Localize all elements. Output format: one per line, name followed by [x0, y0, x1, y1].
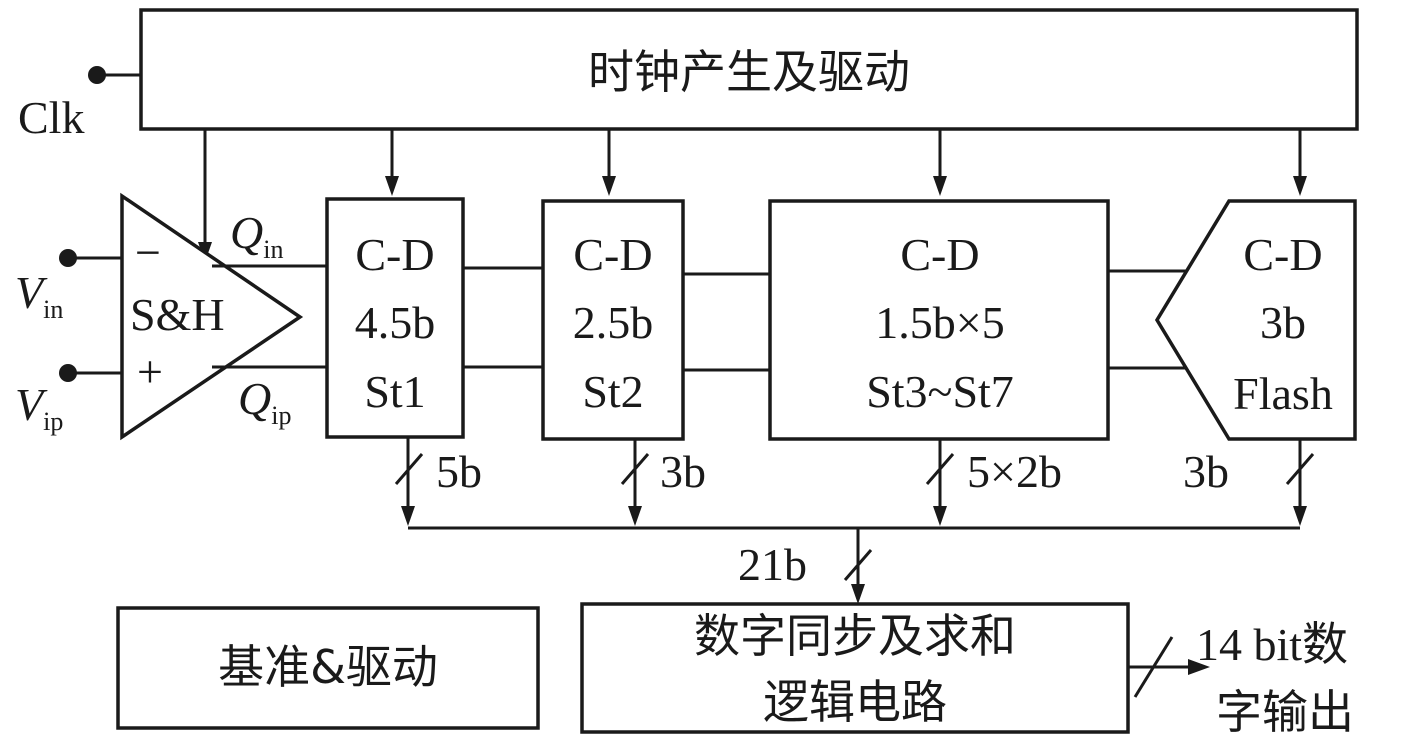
flash-stage-block	[1154, 199, 1357, 441]
stage-1-line3: St1	[364, 366, 425, 417]
vin-terminal	[59, 249, 77, 267]
qip-label: Qip	[238, 373, 291, 430]
clk-terminal	[88, 66, 106, 84]
stage-1-block	[325, 197, 465, 439]
stage-3-7-line1: C-D	[900, 229, 979, 280]
vin-label: Vin	[15, 267, 63, 324]
sh-label: S&H	[130, 289, 225, 340]
stage-3-7-line2: 1.5b×5	[875, 297, 1004, 348]
vip-label: Vip	[15, 379, 63, 436]
clk-label: Clk	[18, 92, 84, 143]
sh-plus-sign: +	[137, 346, 163, 397]
digital-block-line2: 逻辑电路	[763, 675, 947, 729]
clock-block-label: 时钟产生及驱动	[588, 45, 910, 99]
qin-label: Qin	[230, 207, 283, 264]
stage-3-7-block	[768, 199, 1110, 441]
reference-block	[116, 606, 540, 730]
sh-minus-sign: −	[135, 227, 161, 278]
stage-output-buses	[394, 437, 1315, 526]
flash-line3: Flash	[1233, 368, 1333, 419]
vip-terminal	[59, 364, 77, 382]
digital-block-line1: 数字同步及求和	[694, 609, 1016, 663]
output-line1: 14 bit数	[1196, 619, 1348, 670]
stage-2-block	[541, 199, 685, 441]
output-slash	[1133, 636, 1174, 698]
flash-bus-width: 3b	[1183, 446, 1229, 497]
output-line2: 字输出	[1216, 685, 1354, 739]
stage-1-line1: C-D	[355, 229, 434, 280]
sum-bus-width: 21b	[738, 539, 807, 590]
sum-bus-slash	[843, 549, 873, 581]
sample-hold-amplifier	[120, 192, 304, 441]
stage-1-bus-width: 5b	[436, 446, 482, 497]
clock-arrows	[198, 129, 1307, 262]
stage-2-bus-width: 3b	[660, 446, 706, 497]
clock-block	[139, 8, 1359, 131]
digital-logic-block	[580, 602, 1130, 734]
flash-line1: C-D	[1243, 229, 1322, 280]
stage-2-line1: C-D	[573, 229, 652, 280]
stage-3-7-bus-width: 5×2b	[967, 446, 1062, 497]
flash-line2: 3b	[1260, 297, 1306, 348]
stage-1-line2: 4.5b	[355, 297, 436, 348]
reference-block-label: 基准&驱动	[218, 640, 438, 694]
stage-2-line2: 2.5b	[573, 297, 654, 348]
stage-3-7-line3: St3~St7	[866, 366, 1014, 417]
stage-2-line3: St2	[582, 366, 643, 417]
